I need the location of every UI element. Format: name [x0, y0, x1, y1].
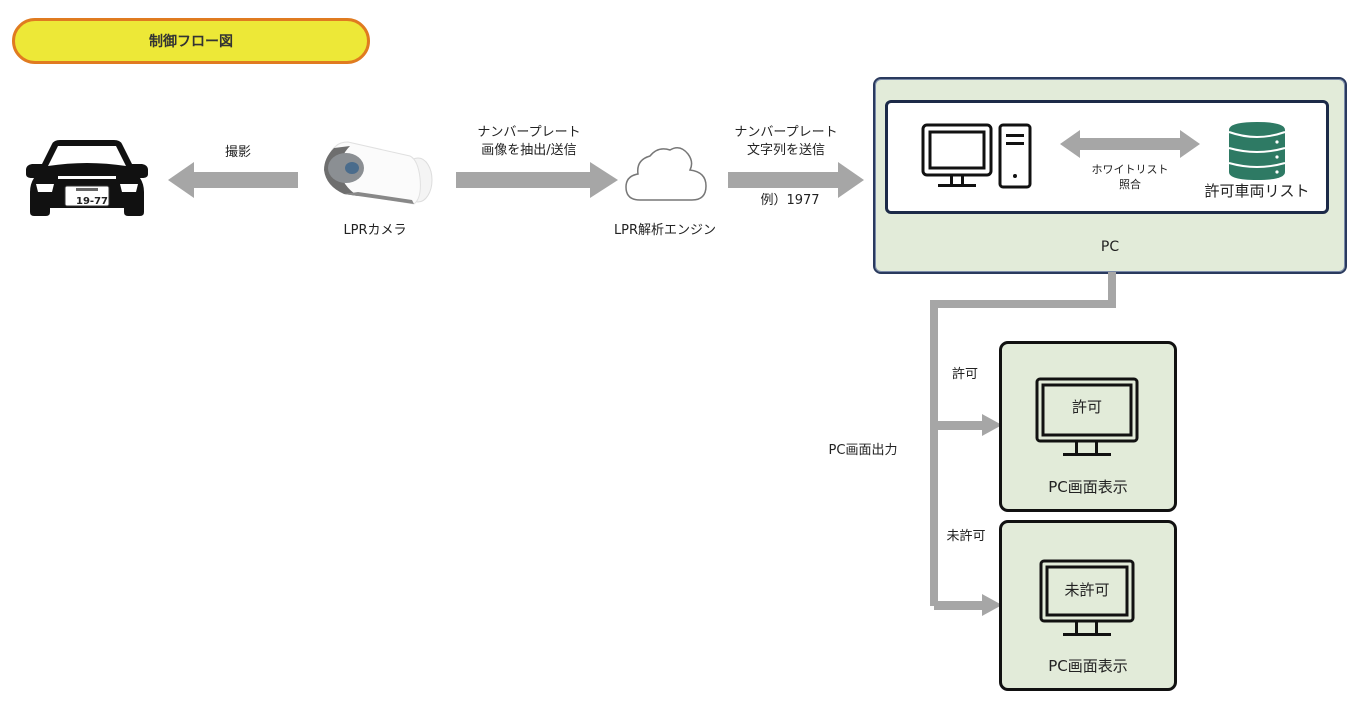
send-text-label: ナンバープレート 文字列を送信	[716, 124, 856, 160]
monitor-icon	[1035, 377, 1139, 461]
send-text-label-line2: 文字列を送信	[746, 143, 825, 158]
camera-label: LPRカメラ	[343, 223, 407, 238]
send-image-label-line2: 画像を抽出/送信	[481, 143, 577, 158]
allowed-display-box: 許可 PC画面表示	[999, 341, 1177, 512]
database-icon	[1227, 122, 1287, 180]
send-text-arrow	[728, 160, 864, 200]
capture-arrow	[168, 160, 298, 200]
send-text-example: 例）1977	[760, 193, 820, 208]
send-image-label-line1: ナンバープレート	[477, 125, 581, 140]
send-text-label-line1: ナンバープレート	[734, 125, 838, 140]
allowed-screen-text: 許可	[1071, 398, 1102, 416]
engine-label: LPR解析エンジン	[613, 223, 717, 238]
whitelist-match-arrow	[1060, 128, 1200, 160]
cloud-icon	[622, 142, 710, 204]
whitelist-match-label-line1: ホワイトリスト	[1091, 163, 1169, 176]
whitelist-match-label-line2: 照合	[1119, 178, 1141, 191]
license-plate-number: 19-77	[76, 196, 108, 207]
denied-display-box: 未許可 PC画面表示	[999, 520, 1177, 691]
allowed-branch-label: 許可	[951, 367, 978, 382]
diagram-title: 制御フロー図	[12, 18, 370, 64]
pc-label: PC	[1100, 239, 1120, 255]
camera-icon	[318, 138, 440, 210]
send-image-label: ナンバープレート 画像を抽出/送信	[454, 124, 604, 160]
whitelist-match-label: ホワイトリスト 照合	[1085, 162, 1175, 192]
diagram-title-text: 制御フロー図	[149, 34, 233, 50]
desktop-computer-icon	[920, 122, 1034, 190]
denied-branch-label: 未許可	[946, 529, 986, 544]
capture-label: 撮影	[224, 145, 251, 160]
car-node: 19-77	[24, 138, 150, 218]
database-label: 許可車両リスト	[1204, 182, 1310, 200]
denied-screen-text: 未許可	[1064, 581, 1110, 599]
send-image-arrow	[456, 160, 618, 200]
monitor-icon	[1039, 559, 1135, 643]
allowed-display-label: PC画面表示	[1048, 478, 1128, 496]
denied-display-label: PC画面表示	[1048, 657, 1128, 675]
output-lines	[926, 270, 1126, 620]
screen-output-label: PC画面出力	[828, 443, 898, 458]
car-icon	[26, 140, 148, 216]
